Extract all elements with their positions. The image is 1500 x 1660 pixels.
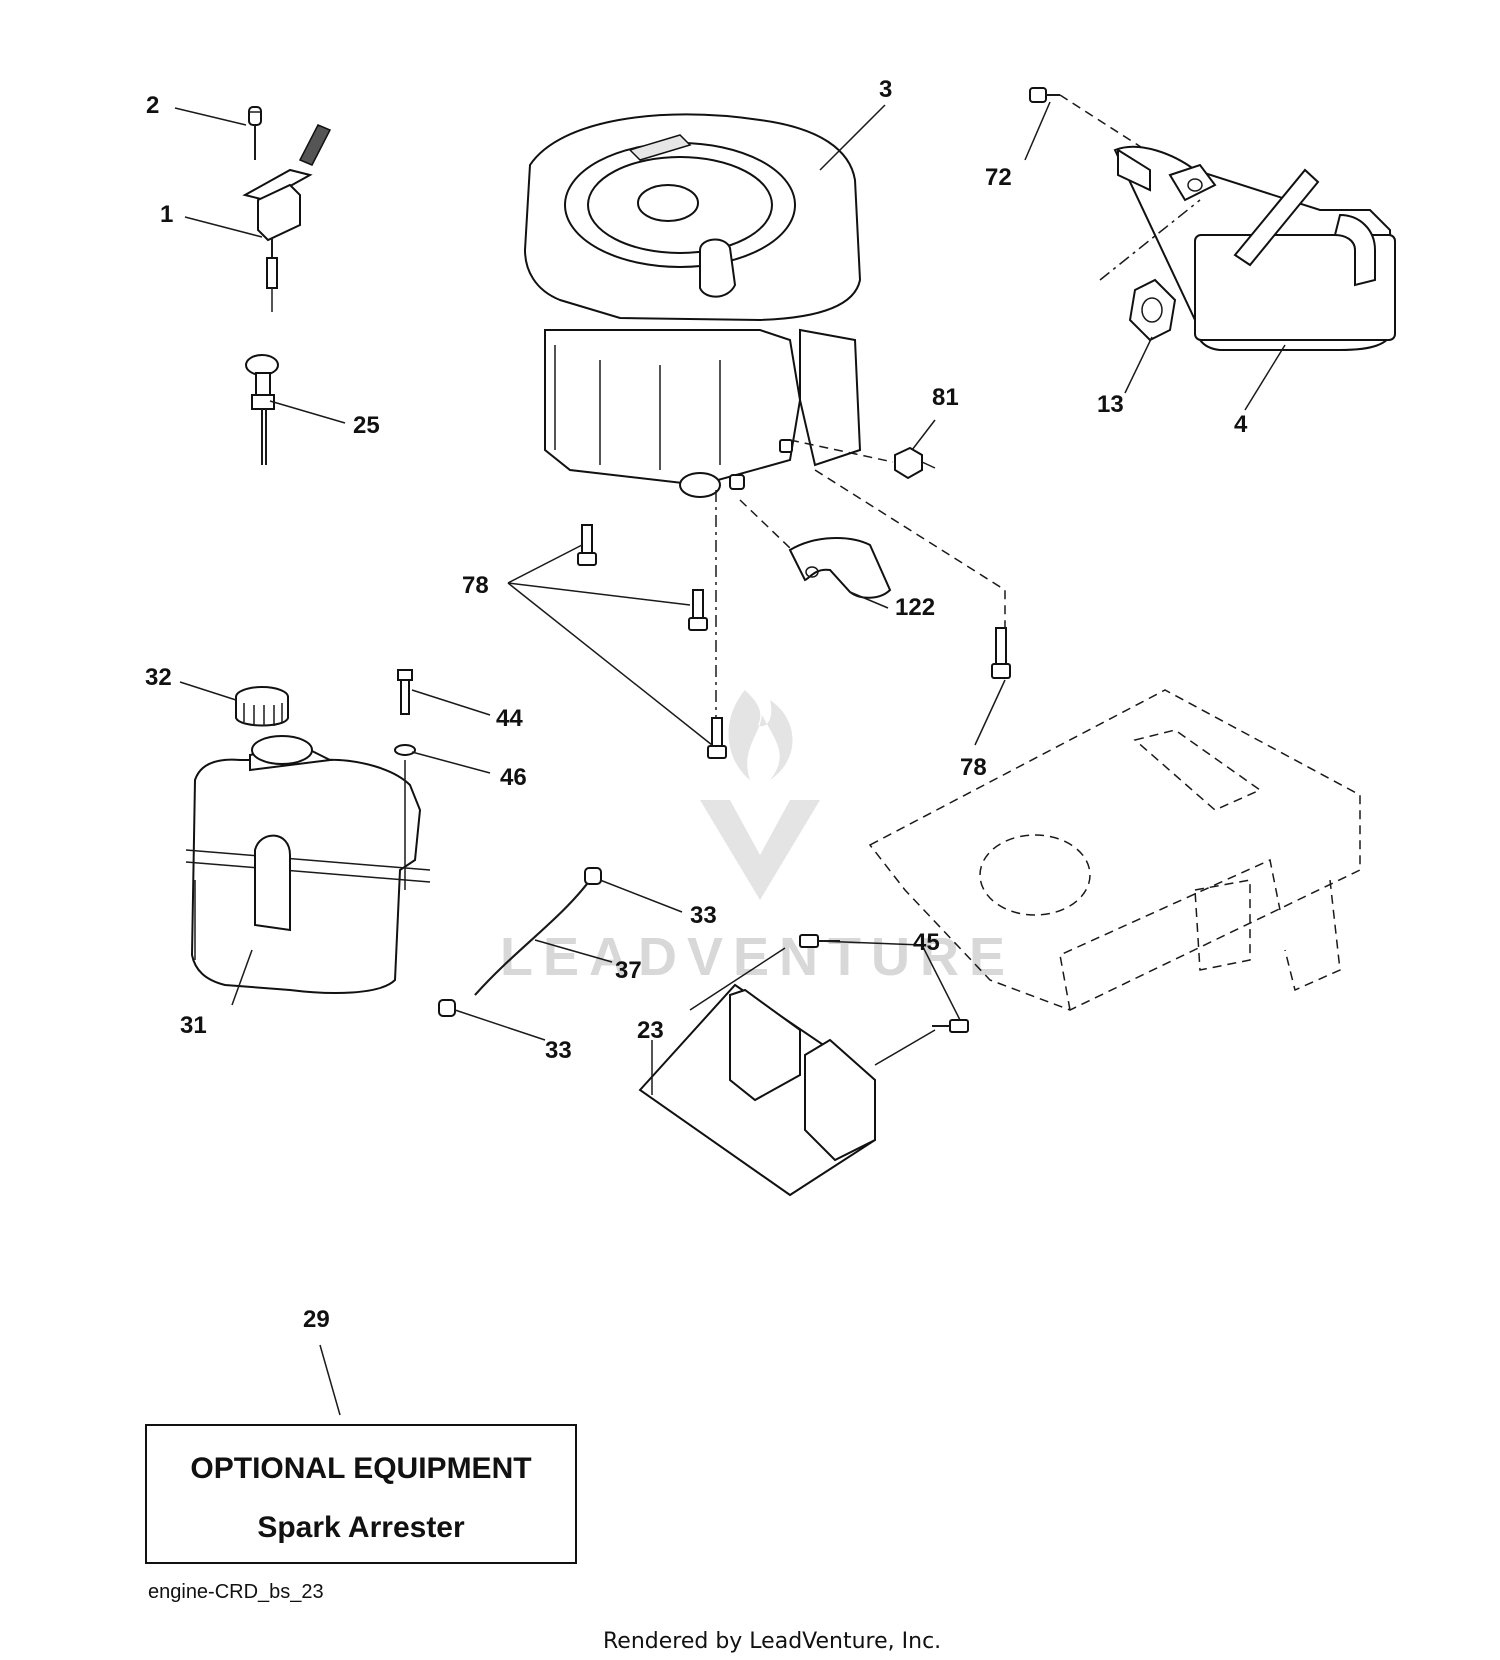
callout-4: 4: [1234, 411, 1248, 438]
nut-81-part: [789, 439, 936, 480]
optional-equipment-title: OPTIONAL EQUIPMENT: [190, 1452, 531, 1485]
callout-32: 32: [145, 664, 172, 691]
footer-credit: Rendered by LeadVenture, Inc.: [603, 1629, 941, 1654]
choke-cable-part: [245, 354, 279, 465]
engine-part: [523, 113, 862, 498]
callout-78-right: 78: [960, 754, 987, 781]
optional-equipment-box: OPTIONAL EQUIPMENT Spark Arrester: [145, 1424, 577, 1564]
callout-23: 23: [637, 1017, 664, 1044]
callout-72: 72: [985, 164, 1012, 191]
callout-33-lower: 33: [545, 1037, 572, 1064]
callout-44: 44: [496, 705, 523, 732]
callout-2: 2: [146, 92, 159, 119]
callout-3: 3: [879, 76, 892, 103]
callout-1: 1: [160, 201, 173, 228]
frame-part: [868, 689, 1361, 1011]
callout-31: 31: [180, 1012, 207, 1039]
throttle-control-part: [242, 106, 332, 312]
shield-122-part: [739, 499, 892, 599]
callout-labels: 2 1 25 3 72 13 4 81 78 122 78 32 44 46 3…: [145, 76, 1248, 1333]
callout-78-left: 78: [462, 572, 489, 599]
diagram-code: engine-CRD_bs_23: [148, 1581, 324, 1603]
fuel-tank-part: [185, 669, 431, 994]
fuel-line-part: [438, 867, 602, 1017]
callout-45: 45: [913, 929, 940, 956]
bolts-78-part: [577, 469, 1011, 759]
watermark-text: LEADVENTURE: [500, 927, 1015, 987]
callout-122: 122: [895, 594, 935, 621]
callout-46: 46: [500, 764, 527, 791]
callout-33-upper: 33: [690, 902, 717, 929]
callout-29: 29: [303, 1306, 330, 1333]
heat-shield-plate-part: [638, 934, 969, 1197]
spark-arrester-label: Spark Arrester: [257, 1511, 465, 1544]
muffler-part: [1029, 87, 1396, 351]
callout-25: 25: [353, 412, 380, 439]
callout-37: 37: [615, 957, 642, 984]
watermark: LEADVENTURE: [500, 690, 1015, 987]
callout-81: 81: [932, 384, 959, 411]
leader-lines: [174, 101, 1286, 1416]
callout-13: 13: [1097, 391, 1124, 418]
